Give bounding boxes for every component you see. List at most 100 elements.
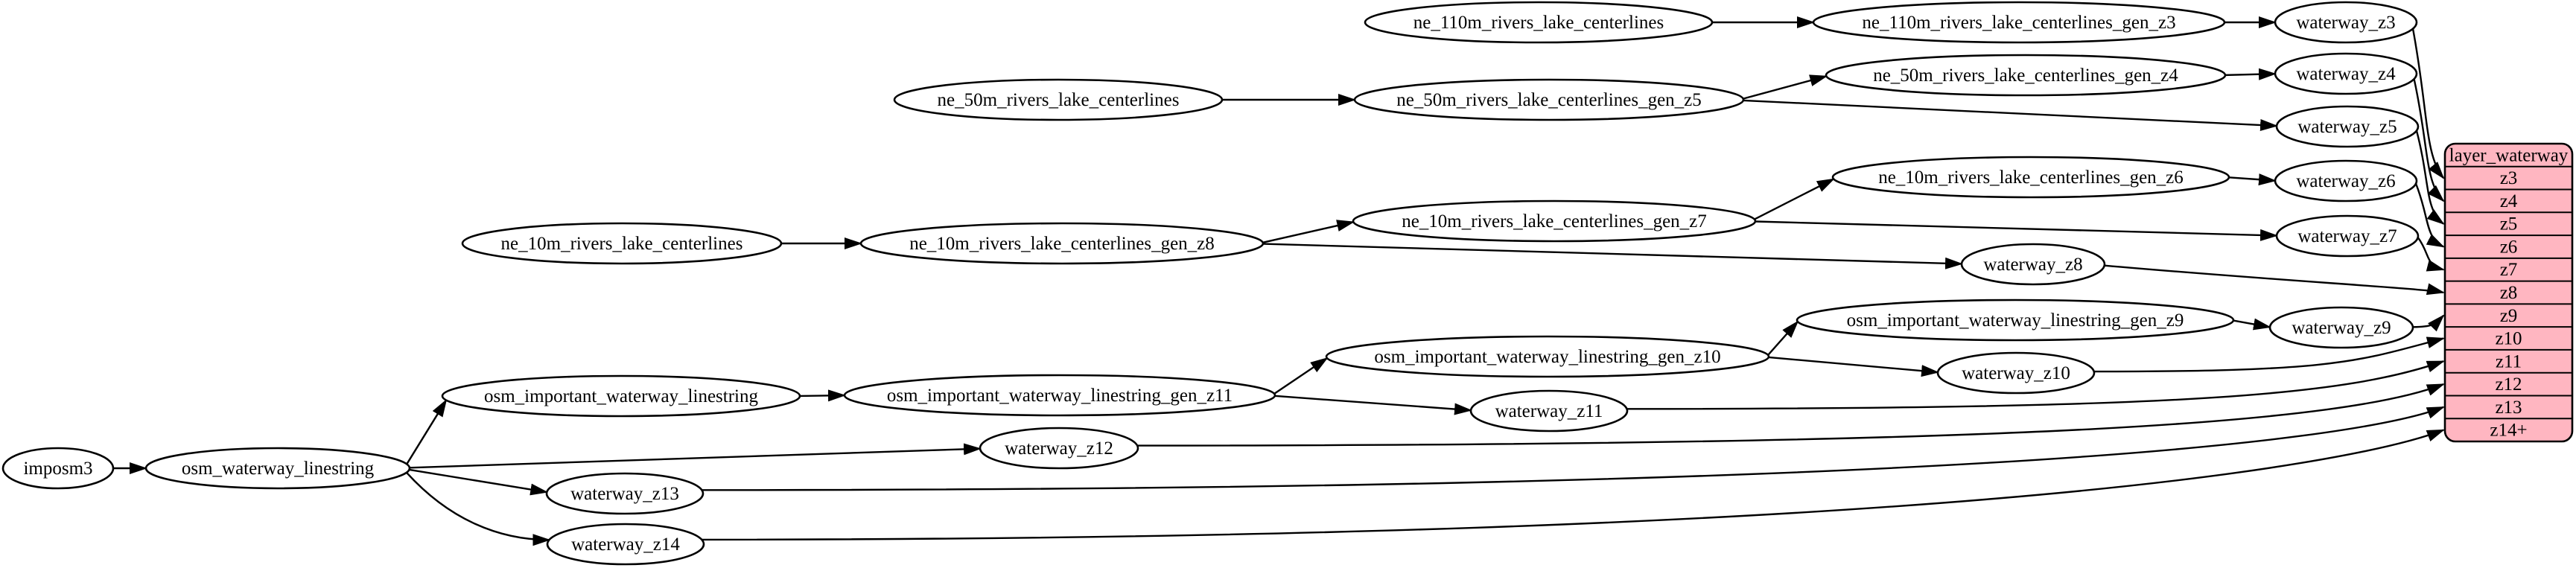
node-shape-waterway_z14 (546, 523, 705, 566)
node-osm_waterway_linestring: osm_waterway_linestring (144, 447, 411, 490)
edge-ne_10m_rivers_lake_centerlines_gen_z8-to-waterway_z8 (1262, 243, 1964, 269)
node-shape-ne_110m_rivers_lake_centerlines (1364, 1, 1714, 44)
node-osm_important_waterway_linestring: osm_important_waterway_linestring (441, 374, 801, 418)
edge-ne_10m_rivers_lake_centerlines_gen_z7-to-ne_10m_rivers_lake_centerlines_gen_z6 (1754, 178, 1835, 220)
node-shape-osm_important_waterway_linestring (441, 374, 801, 418)
edge-waterway_z9-to-layer_waterway-z9 (2412, 314, 2445, 332)
node-waterway_z13: waterway_z13 (545, 472, 705, 515)
edge-ne_50m_rivers_lake_centerlines_gen_z5-to-ne_50m_rivers_lake_centerlines_gen_z4 (1743, 74, 1828, 100)
node-waterway_z11: waterway_z11 (1469, 389, 1629, 433)
node-shape-waterway_z12 (979, 427, 1139, 470)
node-label-osm_important_waterway_linestring: osm_important_waterway_linestring (484, 386, 758, 406)
node-shape-waterway_z13 (545, 472, 705, 515)
node-waterway_z8: waterway_z8 (1960, 243, 2106, 286)
node-shape-ne_10m_rivers_lake_centerlines_gen_z6 (1831, 156, 2230, 199)
node-label-waterway_z14: waterway_z14 (571, 535, 680, 555)
node-shape-waterway_z11 (1469, 389, 1629, 433)
node-osm_important_waterway_linestring_gen_z11: osm_important_waterway_linestring_gen_z1… (843, 374, 1276, 417)
node-shape-osm_important_waterway_linestring_gen_z10 (1325, 335, 1770, 378)
edge-waterway_z14-to-layer_waterway-z14+ (702, 429, 2445, 541)
edge-osm_waterway_linestring-to-osm_important_waterway_linestring (406, 398, 448, 465)
edge-ne_10m_rivers_lake_centerlines_gen_z7-to-waterway_z7 (1755, 220, 2279, 241)
edge-ne_50m_rivers_lake_centerlines_gen_z5-to-waterway_z5 (1743, 99, 2279, 132)
node-label-waterway_z13: waterway_z13 (570, 484, 679, 504)
edge-waterway_z7-to-layer_waterway-z7 (2417, 237, 2445, 272)
node-waterway_z10: waterway_z10 (1936, 351, 2096, 395)
edge-osm_important_waterway_linestring-to-osm_important_waterway_linestring_gen_z11 (799, 389, 846, 402)
node-waterway_z12: waterway_z12 (979, 427, 1139, 470)
node-ne_50m_rivers_lake_centerlines_gen_z4: ne_50m_rivers_lake_centerlines_gen_z4 (1825, 54, 2227, 97)
edge-waterway_z8-to-layer_waterway-z8 (2104, 264, 2445, 296)
node-label-ne_10m_rivers_lake_centerlines_gen_z8: ne_10m_rivers_lake_centerlines_gen_z8 (909, 234, 1215, 254)
edge-waterway_z12-to-layer_waterway-z12 (1137, 383, 2445, 447)
node-shape-ne_50m_rivers_lake_centerlines (893, 78, 1224, 121)
edge-ne_10m_rivers_lake_centerlines_gen_z8-to-ne_10m_rivers_lake_centerlines_gen_z7 (1262, 220, 1355, 243)
record-title: layer_waterway (2449, 145, 2569, 165)
edge-osm_important_waterway_linestring_gen_z9-to-waterway_z9 (2233, 318, 2271, 331)
node-waterway_z14: waterway_z14 (546, 523, 705, 566)
edge-ne_50m_rivers_lake_centerlines_gen_z4-to-waterway_z4 (2224, 68, 2277, 80)
node-label-ne_10m_rivers_lake_centerlines_gen_z6: ne_10m_rivers_lake_centerlines_gen_z6 (1878, 167, 2184, 188)
edge-waterway_z3-to-layer_waterway-z3 (2411, 28, 2445, 179)
node-shape-waterway_z10 (1936, 351, 2096, 395)
node-ne_10m_rivers_lake_centerlines_gen_z6: ne_10m_rivers_lake_centerlines_gen_z6 (1831, 156, 2230, 199)
node-label-osm_important_waterway_linestring_gen_z11: osm_important_waterway_linestring_gen_z1… (887, 386, 1233, 406)
node-shape-osm_important_waterway_linestring_gen_z9 (1796, 299, 2235, 342)
edge-waterway_z11-to-layer_waterway-z11 (1626, 360, 2445, 410)
node-label-waterway_z3: waterway_z3 (2296, 13, 2395, 33)
edge-osm_waterway_linestring-to-waterway_z14 (406, 471, 551, 546)
record-layer_waterway: layer_waterwayz3z4z5z6z7z8z9z10z11z12z13… (2443, 142, 2574, 443)
record-row-z12: z12 (2495, 374, 2522, 395)
record-row-z13: z13 (2495, 398, 2522, 418)
edge-waterway_z10-to-layer_waterway-z10 (2093, 336, 2445, 373)
node-ne_10m_rivers_lake_centerlines: ne_10m_rivers_lake_centerlines (461, 222, 783, 265)
edge-osm_important_waterway_linestring_gen_z10-to-osm_important_waterway_linestring_gen_z9 (1767, 320, 1799, 356)
node-label-waterway_z6: waterway_z6 (2296, 171, 2395, 191)
node-label-waterway_z9: waterway_z9 (2292, 318, 2391, 338)
node-shape-ne_10m_rivers_lake_centerlines (461, 222, 783, 265)
node-osm_important_waterway_linestring_gen_z9: osm_important_waterway_linestring_gen_z9 (1796, 299, 2235, 342)
node-osm_important_waterway_linestring_gen_z10: osm_important_waterway_linestring_gen_z1… (1325, 335, 1770, 378)
node-label-ne_50m_rivers_lake_centerlines: ne_50m_rivers_lake_centerlines (938, 90, 1180, 110)
node-label-waterway_z4: waterway_z4 (2296, 64, 2396, 84)
node-shape-ne_10m_rivers_lake_centerlines_gen_z7 (1352, 200, 1757, 243)
node-label-osm_important_waterway_linestring_gen_z9: osm_important_waterway_linestring_gen_z9 (1847, 310, 2184, 331)
node-shape-imposm3 (1, 447, 115, 490)
node-label-waterway_z8: waterway_z8 (1983, 255, 2082, 275)
edge-waterway_z13-to-layer_waterway-z13 (702, 406, 2445, 491)
edge-waterway_z6-to-layer_waterway-z6 (2414, 183, 2445, 248)
node-shape-waterway_z4 (2274, 52, 2418, 95)
node-waterway_z3: waterway_z3 (2274, 1, 2418, 44)
node-shape-waterway_z6 (2274, 159, 2418, 202)
node-label-waterway_z12: waterway_z12 (1005, 438, 1113, 459)
node-label-ne_50m_rivers_lake_centerlines_gen_z5: ne_50m_rivers_lake_centerlines_gen_z5 (1396, 90, 1702, 110)
record-row-z14+: z14+ (2490, 421, 2527, 441)
node-ne_50m_rivers_lake_centerlines_gen_z5: ne_50m_rivers_lake_centerlines_gen_z5 (1353, 78, 1745, 121)
node-label-ne_10m_rivers_lake_centerlines_gen_z7: ne_10m_rivers_lake_centerlines_gen_z7 (1402, 211, 1707, 232)
node-shape-waterway_z9 (2268, 306, 2414, 349)
record-row-z11: z11 (2496, 351, 2522, 371)
record-row-z8: z8 (2500, 283, 2518, 303)
record-row-z10: z10 (2495, 329, 2522, 349)
record-row-z3: z3 (2500, 168, 2518, 188)
node-ne_10m_rivers_lake_centerlines_gen_z8: ne_10m_rivers_lake_centerlines_gen_z8 (859, 222, 1265, 265)
node-ne_110m_rivers_lake_centerlines_gen_z3: ne_110m_rivers_lake_centerlines_gen_z3 (1812, 1, 2226, 44)
node-ne_110m_rivers_lake_centerlines: ne_110m_rivers_lake_centerlines (1364, 1, 1714, 44)
node-shape-osm_important_waterway_linestring_gen_z11 (843, 374, 1276, 417)
node-shape-ne_50m_rivers_lake_centerlines_gen_z4 (1825, 54, 2227, 97)
record-row-z4: z4 (2500, 191, 2518, 211)
node-label-ne_50m_rivers_lake_centerlines_gen_z4: ne_50m_rivers_lake_centerlines_gen_z4 (1873, 66, 2178, 86)
edge-waterway_z5-to-layer_waterway-z5 (2415, 130, 2445, 225)
node-waterway_z5: waterway_z5 (2275, 105, 2420, 148)
node-shape-waterway_z5 (2275, 105, 2420, 148)
record-row-z9: z9 (2500, 306, 2518, 326)
node-imposm3: imposm3 (1, 447, 115, 490)
node-label-osm_important_waterway_linestring_gen_z10: osm_important_waterway_linestring_gen_z1… (1374, 347, 1720, 367)
node-waterway_z4: waterway_z4 (2274, 52, 2418, 95)
node-label-osm_waterway_linestring: osm_waterway_linestring (182, 459, 375, 479)
node-label-waterway_z5: waterway_z5 (2297, 117, 2397, 137)
node-shape-waterway_z7 (2275, 214, 2420, 258)
edge-osm_waterway_linestring-to-waterway_z13 (409, 468, 549, 496)
